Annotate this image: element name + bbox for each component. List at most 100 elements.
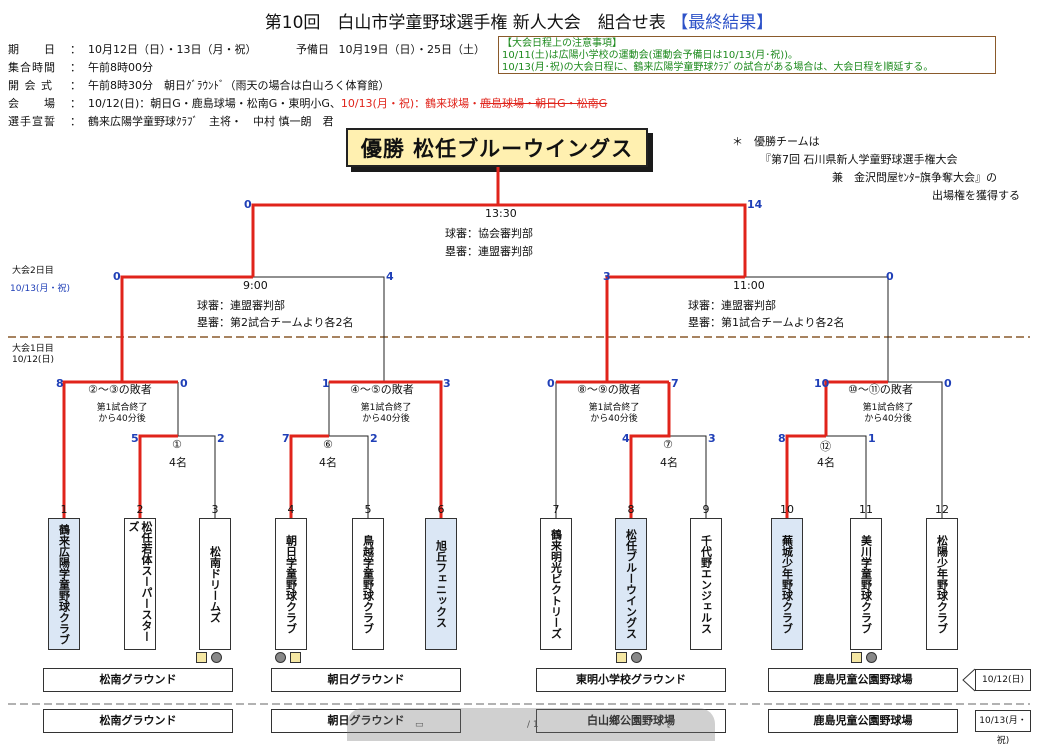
info-opening: 開 会 式：午前8時30分 朝日ｸﾞﾗｳﾝﾄﾞ（雨天の場合は白山ろく体育館） <box>8 79 390 92</box>
m1-label: ① <box>172 438 182 451</box>
page-indicator: / 1 <box>527 720 539 730</box>
team-11: 美川学童野球クラブ <box>850 518 882 650</box>
notice-line-1: 10/11(土)は広陽小学校の運動会(運動会予備日は10/13(月･祝))。 <box>502 50 799 61</box>
venue-day1-tomei: 東明小学校グラウンド <box>536 668 726 692</box>
q1-score-right: 0 <box>180 377 188 390</box>
semi2-score-right: 0 <box>886 270 894 283</box>
m12-score-left: 8 <box>778 432 786 445</box>
info-venue: 会 場：10/12(日)：朝日G・鹿島球場・松南G・東明小G、10/13(月・祝… <box>8 97 608 110</box>
day2-date: 10/13(月・祝) <box>10 284 70 294</box>
q2-score-right: 3 <box>443 377 451 390</box>
info-oath: 選手宣誓：鶴来広陽学童野球ｸﾗﾌﾞ 主将・ 中村 慎一朗 君 <box>8 115 334 128</box>
semi1-time: 9:00 <box>243 279 268 292</box>
venue-day2-kashima: 鹿島児童公園野球場 <box>768 709 958 733</box>
info-gather: 集合時間：午前8時00分 <box>8 61 153 74</box>
qualify-note-1: ＊ 優勝チームは <box>732 135 820 148</box>
notice-line-2: 10/13(月･祝)の大会日程に、鶴来広陽学童野球ｸﾗﾌﾞの試合がある場合は、大… <box>502 62 934 73</box>
q3-score-right: 7 <box>671 377 679 390</box>
team-num-10: 10 <box>780 503 794 516</box>
team-num-8: 8 <box>627 503 635 516</box>
team-6: 旭丘フェニックス <box>425 518 457 650</box>
title-text: 第10回 白山市学童野球選手権 新人大会 組合せ表 <box>264 13 666 33</box>
pdf-toolbar[interactable]: ▭ / 1 ⤢ <box>347 708 715 741</box>
venue-day2-shonan: 松南グラウンド <box>43 709 233 733</box>
info-period: 期 日：10月12日（日）・13日（月・祝） 予備日 10月19日（日）・25日… <box>8 43 485 56</box>
semi1-umpire-1: 球審：連盟審判部 <box>197 299 285 312</box>
team-4: 朝日学童野球クラブ <box>275 518 307 650</box>
date-day1: 10/12(日) <box>975 669 1031 691</box>
venue-day2-hakusan: 白山鄉公園野球場 <box>536 709 726 733</box>
team-5: 鳥越学童野球クラブ <box>352 518 384 650</box>
date-day2: 10/13(月・祝) <box>975 710 1031 746</box>
qualify-note-4: 出場権を獲得する <box>932 189 1020 202</box>
semi1-right <box>253 276 385 382</box>
team-num-4: 4 <box>287 503 295 516</box>
m7-label: ⑦ <box>663 438 673 451</box>
venue-day1-asahi: 朝日グラウンド <box>271 668 461 692</box>
m6-score-left: 7 <box>282 432 290 445</box>
m7-score-left: 4 <box>622 432 630 445</box>
m7-score-right: 3 <box>708 432 716 445</box>
print-icon[interactable]: ▭ <box>415 720 424 730</box>
q3-note: 第1試合終了から40分後 <box>588 403 640 424</box>
q2-label: ④～⑤の敗者 <box>350 383 414 396</box>
team-1: 鶴来広陽学童野球クラブ <box>48 518 80 650</box>
page-title: 第10回 白山市学童野球選手権 新人大会 組合せ表 【最終結果】 <box>0 8 1038 33</box>
semi2-umpire-1: 球審：連盟審判部 <box>688 299 776 312</box>
team-num-9: 9 <box>702 503 710 516</box>
zoom-icon[interactable]: ⤢ <box>667 720 675 730</box>
m6-score-right: 2 <box>370 432 378 445</box>
team-num-3: 3 <box>211 503 219 516</box>
venue-day2-asahi: 朝日グラウンド <box>271 709 461 733</box>
q4-score-right: 0 <box>944 377 952 390</box>
schedule-notice: 【大会日程上の注意事項】 10/11(土)は広陽小学校の運動会(運動会予備日は1… <box>498 36 996 74</box>
q3-label: ⑧～⑨の敗者 <box>577 383 641 396</box>
semi1-score-left: 0 <box>113 270 121 283</box>
semi1-score-right: 4 <box>386 270 394 283</box>
equipment-icon <box>290 652 301 663</box>
ball-icon <box>211 652 222 663</box>
m1-place: 4名 <box>169 456 187 469</box>
final-score-right: 14 <box>747 198 763 211</box>
q2-score-left: 1 <box>322 377 330 390</box>
team-num-11: 11 <box>859 503 873 516</box>
team-num-1: 1 <box>60 503 68 516</box>
m12-label: ⑫ <box>820 440 831 453</box>
team-7: 鶴来明光ビクトリーズ <box>540 518 572 650</box>
semi2-right <box>745 276 889 382</box>
team-2: 松任若体スーパースターズ <box>124 518 156 650</box>
champion-banner: 優勝 松任ブルーウイングス <box>346 128 648 167</box>
qualify-note-2: 『第7回 石川県新人学童野球選手権大会 <box>760 153 958 166</box>
equipment-icon <box>616 652 627 663</box>
semi2-score-left: 3 <box>603 270 611 283</box>
m7-place: 4名 <box>660 456 678 469</box>
m1-score-right: 2 <box>217 432 225 445</box>
q4-score-left: 10 <box>814 377 830 390</box>
m6-label: ⑥ <box>323 438 333 451</box>
q2-note: 第1試合終了から40分後 <box>360 403 412 424</box>
equipment-icon <box>196 652 207 663</box>
team-8: 松任ブルーウイングス <box>615 518 647 650</box>
final-result-label: 【最終結果】 <box>671 13 774 33</box>
final-umpire-2: 塁審：連盟審判部 <box>445 245 533 258</box>
team-num-7: 7 <box>552 503 560 516</box>
team-num-6: 6 <box>437 503 445 516</box>
day1-date: 10/12(日) <box>12 355 54 365</box>
team-num-2: 2 <box>136 503 144 516</box>
q4-label: ⑩～⑪の敗者 <box>848 383 913 396</box>
venue-day1-kashima: 鹿島児童公園野球場 <box>768 668 958 692</box>
venue-day1-shonan: 松南グラウンド <box>43 668 233 692</box>
semi2-time: 11:00 <box>733 279 765 292</box>
team-num-12: 12 <box>935 503 949 516</box>
team-9: 千代野エンジェルス <box>690 518 722 650</box>
team-12: 松陽少年野球クラブ <box>926 518 958 650</box>
final-score-left: 0 <box>244 198 252 211</box>
day2-label: 大会2日目 <box>12 266 54 276</box>
m1-score-left: 5 <box>131 432 139 445</box>
ball-icon <box>866 652 877 663</box>
team-num-5: 5 <box>364 503 372 516</box>
team-10: 蕪城少年野球クラブ <box>771 518 803 650</box>
q1-score-left: 8 <box>56 377 64 390</box>
day1-label: 大会1日目 <box>12 344 54 354</box>
